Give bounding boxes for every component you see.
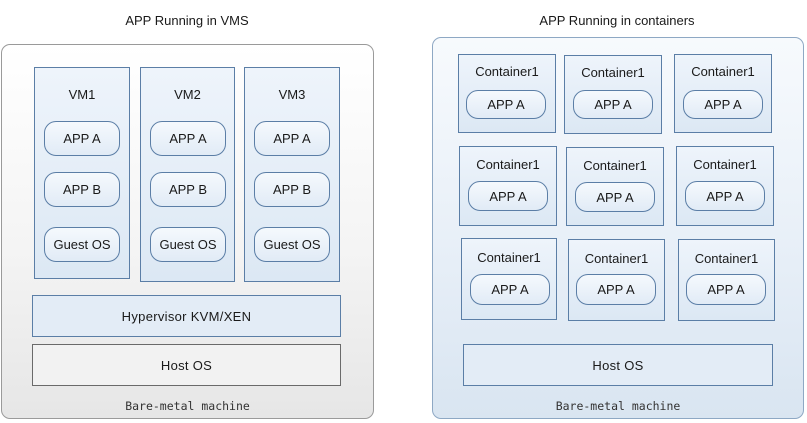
left-host-os-layer: Host OS	[32, 344, 341, 386]
container-label-7: Container1	[477, 250, 541, 265]
containers-diagram-title: APP Running in containers	[539, 13, 695, 28]
hypervisor-layer: Hypervisor KVM/XEN	[32, 295, 341, 337]
container-label-6: Container1	[693, 157, 757, 172]
left-machine-label: Bare-metal machine	[125, 399, 250, 413]
vm1-app-b: APP B	[44, 172, 120, 207]
container-label-9: Container1	[694, 251, 759, 266]
container-label-3: Container1	[691, 64, 755, 79]
container8-app-a: APP A	[576, 274, 656, 305]
container5-app-a: APP A	[575, 182, 655, 212]
vms-diagram-title: APP Running in VMS	[125, 13, 249, 28]
right-machine-label: Bare-metal machine	[555, 399, 681, 413]
right-host-os-layer: Host OS	[463, 344, 773, 386]
vm2-app-b: APP B	[150, 172, 226, 207]
vm1-app-a: APP A	[44, 121, 120, 156]
container-label-2: Container1	[581, 65, 645, 80]
container-label-1: Container1	[475, 64, 539, 79]
container6-app-a: APP A	[685, 181, 765, 211]
vm3-app-a: APP A	[254, 121, 330, 156]
container1-app-a: APP A	[466, 90, 546, 119]
vm3-guest-os: Guest OS	[254, 227, 330, 262]
container-label-4: Container1	[476, 157, 540, 172]
container-label-8: Container1	[584, 251, 649, 266]
vm1-guest-os: Guest OS	[44, 227, 120, 262]
vm-label-3: VM3	[278, 87, 306, 102]
vm-label-1: VM1	[68, 87, 96, 102]
container4-app-a: APP A	[468, 181, 548, 211]
container-label-5: Container1	[583, 158, 647, 173]
vm3-app-b: APP B	[254, 172, 330, 207]
container9-app-a: APP A	[686, 274, 766, 305]
vm2-guest-os: Guest OS	[150, 227, 226, 262]
vm2-app-a: APP A	[150, 121, 226, 156]
container7-app-a: APP A	[470, 274, 550, 305]
container2-app-a: APP A	[573, 90, 653, 119]
vm-label-2: VM2	[174, 87, 201, 102]
container3-app-a: APP A	[683, 90, 763, 119]
